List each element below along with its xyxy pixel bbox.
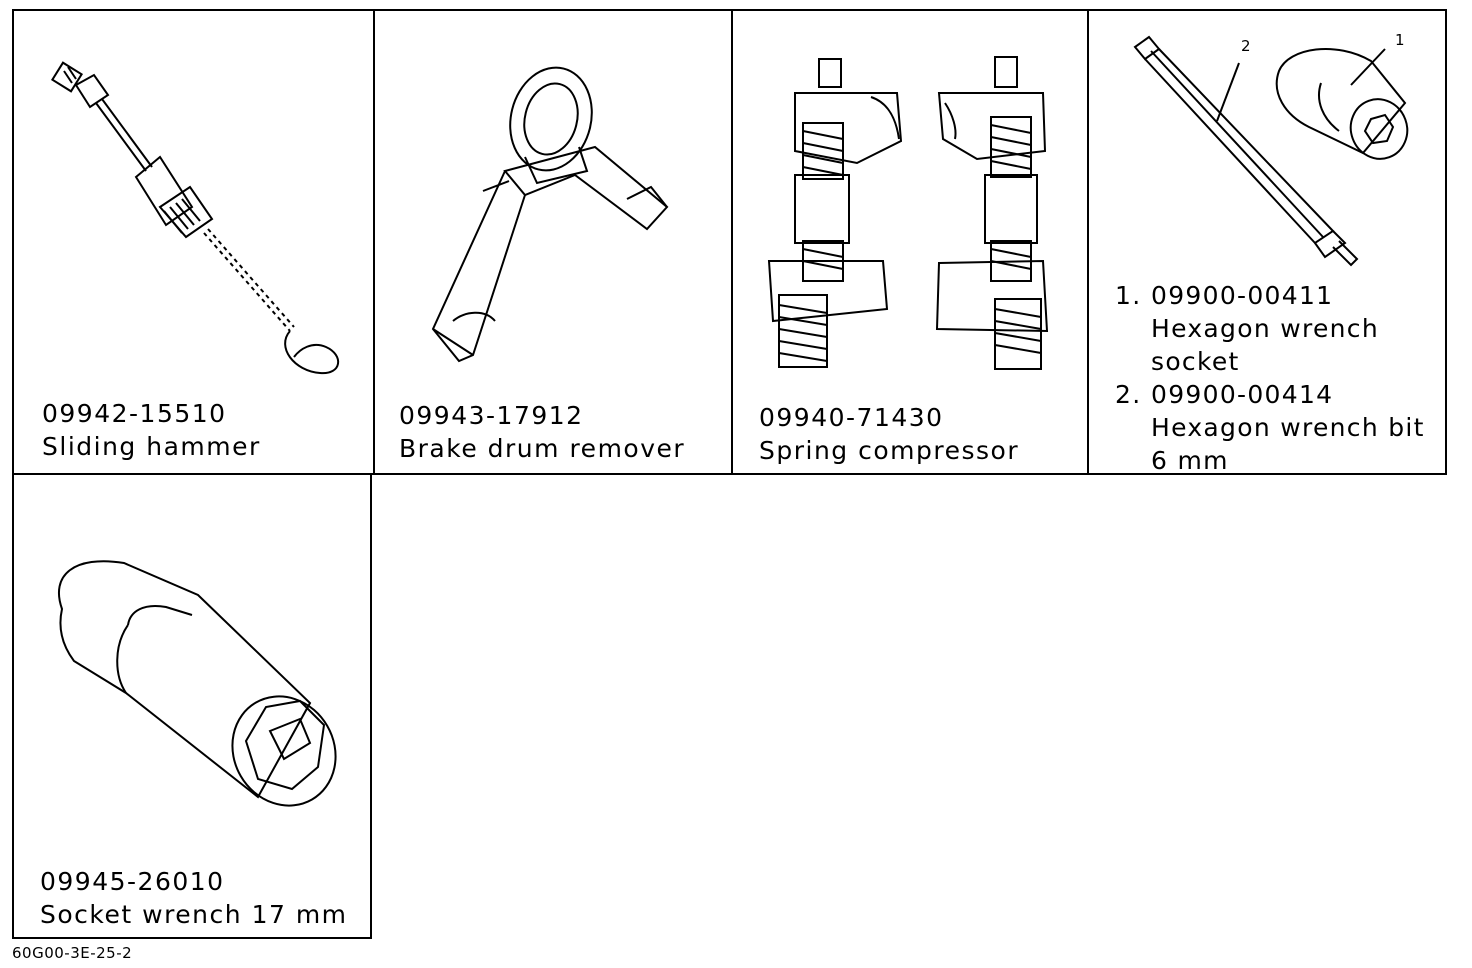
part-number: 09900-00411 <box>1151 281 1334 310</box>
item-number: 2. <box>1115 380 1142 409</box>
part-number: 09945-26010 <box>40 867 225 896</box>
list-item: 1. 09900-00411 Hexagon wrench socket <box>1115 279 1425 378</box>
part-number: 09943-17912 <box>399 401 584 430</box>
socket-wrench-icon <box>57 560 337 807</box>
item-name-line: socket <box>1151 347 1240 376</box>
tool-name: Spring compressor <box>759 436 1020 465</box>
part-number: 09940-71430 <box>759 403 944 432</box>
item-name-line: Hexagon wrench <box>1151 314 1380 343</box>
tool-name: Sliding hammer <box>42 432 261 461</box>
sliding-hammer-icon <box>50 61 339 375</box>
spring-compressor-icon <box>767 56 1049 370</box>
item-number: 1. <box>1115 281 1142 310</box>
callout-1: 1 <box>1395 31 1405 49</box>
callout-2: 2 <box>1241 37 1251 55</box>
tool-label-socket-wrench: 09945-26010 Socket wrench 17 mm <box>40 865 348 931</box>
tool-cell-hexagon-wrench-set: 2 1 1. 09900-00411 Hexagon wrench socket… <box>1087 9 1447 475</box>
tool-name: Brake drum remover <box>399 434 686 463</box>
hexagon-wrench-set-icon <box>1133 35 1409 267</box>
tool-name: Socket wrench 17 mm <box>40 900 348 929</box>
tool-cell-spring-compressor: 09940-71430 Spring compressor <box>731 9 1089 475</box>
figure-reference: 60G00-3E-25-2 <box>12 944 133 962</box>
part-number: 09900-00414 <box>1151 380 1334 409</box>
tool-label-brake-drum-remover: 09943-17912 Brake drum remover <box>399 399 685 465</box>
tool-cell-brake-drum-remover: 09943-17912 Brake drum remover <box>373 9 733 475</box>
item-name-line: 6 mm <box>1151 446 1229 475</box>
brake-drum-remover-icon <box>431 66 669 363</box>
tool-cell-socket-wrench: 09945-26010 Socket wrench 17 mm <box>12 473 372 939</box>
tool-cell-sliding-hammer: 09942-15510 Sliding hammer <box>12 9 375 475</box>
item-name-line: Hexagon wrench bit <box>1151 413 1425 442</box>
part-number: 09942-15510 <box>42 399 227 428</box>
hexagon-wrench-list: 1. 09900-00411 Hexagon wrench socket 2. … <box>1115 279 1425 477</box>
tool-label-spring-compressor: 09940-71430 Spring compressor <box>759 401 1019 467</box>
list-item: 2. 09900-00414 Hexagon wrench bit 6 mm <box>1115 378 1425 477</box>
tool-label-sliding-hammer: 09942-15510 Sliding hammer <box>42 397 261 463</box>
